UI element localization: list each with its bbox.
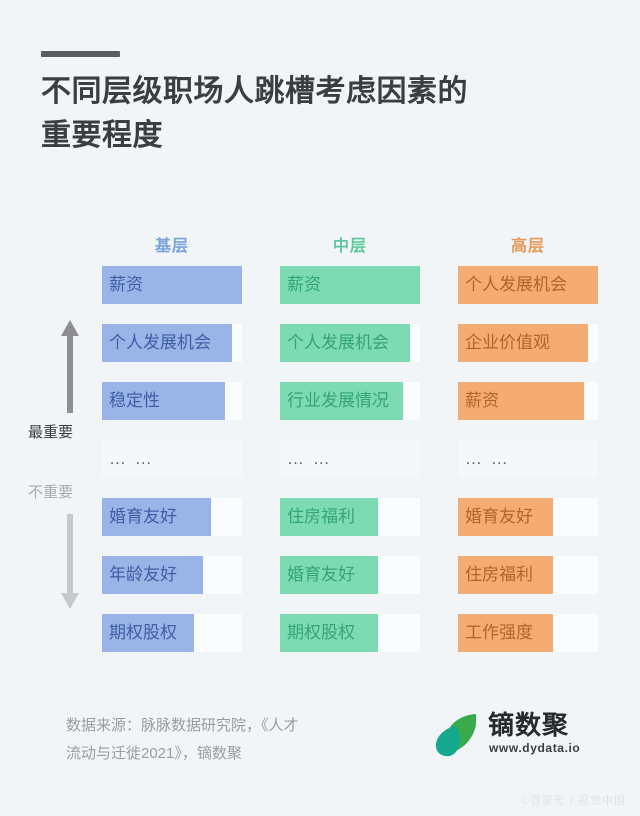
- bar-label: 住房福利: [287, 507, 355, 526]
- bar-label: 婚育友好: [109, 507, 177, 526]
- axis-label-least-important: 不重要: [28, 484, 74, 501]
- column-header-2: 高层: [510, 238, 545, 255]
- watermark: ©百家号 / 视觉中国: [520, 795, 626, 807]
- column-header-0: 基层: [154, 238, 189, 255]
- chart-row[interactable]: 年龄友好: [102, 556, 267, 594]
- data-source-note: 数据来源：脉脉数据研究院，《人才 流动与迁徙2021》，镝数聚: [66, 712, 366, 768]
- bar-label: 稳定性: [109, 391, 160, 410]
- bar-fill: [458, 498, 553, 536]
- chart-row[interactable]: 薪资: [280, 266, 445, 304]
- bar-label: 工作强度: [465, 623, 533, 642]
- page-title-line-2: 重要程度: [41, 119, 163, 152]
- chart-row[interactable]: 婚育友好: [280, 556, 445, 594]
- data-source-line-2: 流动与迁徙2021》，镝数聚: [66, 745, 242, 762]
- chart-row[interactable]: 个人发展机会: [102, 324, 267, 362]
- bar-label: 婚育友好: [287, 565, 355, 584]
- bar-fill: [102, 556, 203, 594]
- footer: 数据来源：脉脉数据研究院，《人才 流动与迁徙2021》，镝数聚 镝数聚 www.…: [0, 700, 640, 816]
- chart-row[interactable]: 住房福利: [280, 498, 445, 536]
- bar-label: 个人发展机会: [109, 333, 211, 352]
- bar-fill: [102, 324, 232, 362]
- bar-fill: [280, 382, 403, 420]
- chart-row[interactable]: … …: [280, 440, 445, 478]
- chart-row[interactable]: 薪资: [458, 382, 623, 420]
- bar-fill: [458, 614, 553, 652]
- chart-row[interactable]: 期权股权: [280, 614, 445, 652]
- bar-track: [102, 440, 242, 478]
- bar-fill: [102, 498, 211, 536]
- chart-row[interactable]: 期权股权: [102, 614, 267, 652]
- chart-row[interactable]: 住房福利: [458, 556, 623, 594]
- bar-label: 婚育友好: [465, 507, 533, 526]
- chart-area: 最重要 不重要 基层薪资个人发展机会稳定性… …婚育友好年龄友好期权股权中层薪资…: [0, 225, 640, 665]
- bar-fill: [280, 498, 378, 536]
- brand-logo-text: 镝数聚: [488, 710, 570, 740]
- bar-fill: [280, 614, 378, 652]
- brand-logo-url: www.dydata.io: [489, 741, 581, 755]
- bar-fill: [102, 614, 194, 652]
- brand-logo[interactable]: 镝数聚 www.dydata.io: [432, 708, 612, 766]
- chart-row[interactable]: 薪资: [102, 266, 267, 304]
- bar-fill: [280, 266, 420, 304]
- bar-label: 薪资: [287, 275, 321, 294]
- bar-label: 期权股权: [109, 623, 177, 642]
- bar-fill: [458, 324, 588, 362]
- bar-fill: [280, 556, 378, 594]
- chart-row[interactable]: … …: [102, 440, 267, 478]
- bar-fill: [102, 266, 242, 304]
- bar-label: 年龄友好: [109, 565, 177, 584]
- bar-label: 薪资: [465, 391, 499, 410]
- chart-row[interactable]: 稳定性: [102, 382, 267, 420]
- page-title-line-1: 不同层级职场人跳槽考虑因素的: [41, 75, 468, 108]
- chart-row[interactable]: 婚育友好: [102, 498, 267, 536]
- bar-ellipsis-label: … …: [109, 449, 154, 468]
- title-accent-rule: [41, 51, 120, 57]
- bar-label: 个人发展机会: [287, 333, 389, 352]
- chart-row[interactable]: 个人发展机会: [280, 324, 445, 362]
- data-source-line-1: 数据来源：脉脉数据研究院，《人才: [66, 717, 299, 734]
- bar-fill: [458, 556, 553, 594]
- bar-ellipsis-label: … …: [287, 449, 332, 468]
- importance-axis: 最重要 不重要: [28, 225, 98, 665]
- chart-columns: 基层薪资个人发展机会稳定性… …婚育友好年龄友好期权股权中层薪资个人发展机会行业…: [0, 225, 640, 665]
- page-title: 不同层级职场人跳槽考虑因素的 重要程度: [41, 70, 561, 158]
- bar-label: 住房福利: [465, 565, 533, 584]
- column-rows-2: 个人发展机会企业价值观薪资 … … 婚育友好住房福利工作强度: [458, 266, 623, 672]
- bar-fill: [280, 324, 410, 362]
- bar-fill: [102, 382, 225, 420]
- chart-row[interactable]: 行业发展情况: [280, 382, 445, 420]
- bar-label: 行业发展情况: [287, 391, 389, 410]
- chart-row[interactable]: … …: [458, 440, 623, 478]
- arrow-down-icon: [61, 514, 79, 609]
- chart-row[interactable]: 企业价值观: [458, 324, 623, 362]
- bar-fill: [458, 382, 584, 420]
- bar-track: [458, 440, 598, 478]
- chart-row[interactable]: 个人发展机会: [458, 266, 623, 304]
- leaf-logo-icon: [432, 712, 480, 758]
- column-rows-0: 薪资个人发展机会稳定性 … … 婚育友好年龄友好期权股权: [102, 266, 267, 672]
- bar-label: 个人发展机会: [465, 275, 567, 294]
- bar-track: [280, 440, 420, 478]
- bar-fill: [458, 266, 598, 304]
- chart-row[interactable]: 工作强度: [458, 614, 623, 652]
- bar-label: 企业价值观: [465, 333, 550, 352]
- bar-label: 薪资: [109, 275, 143, 294]
- column-rows-1: 薪资个人发展机会行业发展情况 … … 住房福利婚育友好期权股权: [280, 266, 445, 672]
- bar-ellipsis-label: … …: [465, 449, 510, 468]
- bar-label: 期权股权: [287, 623, 355, 642]
- chart-row[interactable]: 婚育友好: [458, 498, 623, 536]
- arrow-up-icon: [61, 320, 79, 413]
- column-header-1: 中层: [332, 238, 367, 255]
- axis-label-most-important: 最重要: [28, 424, 74, 441]
